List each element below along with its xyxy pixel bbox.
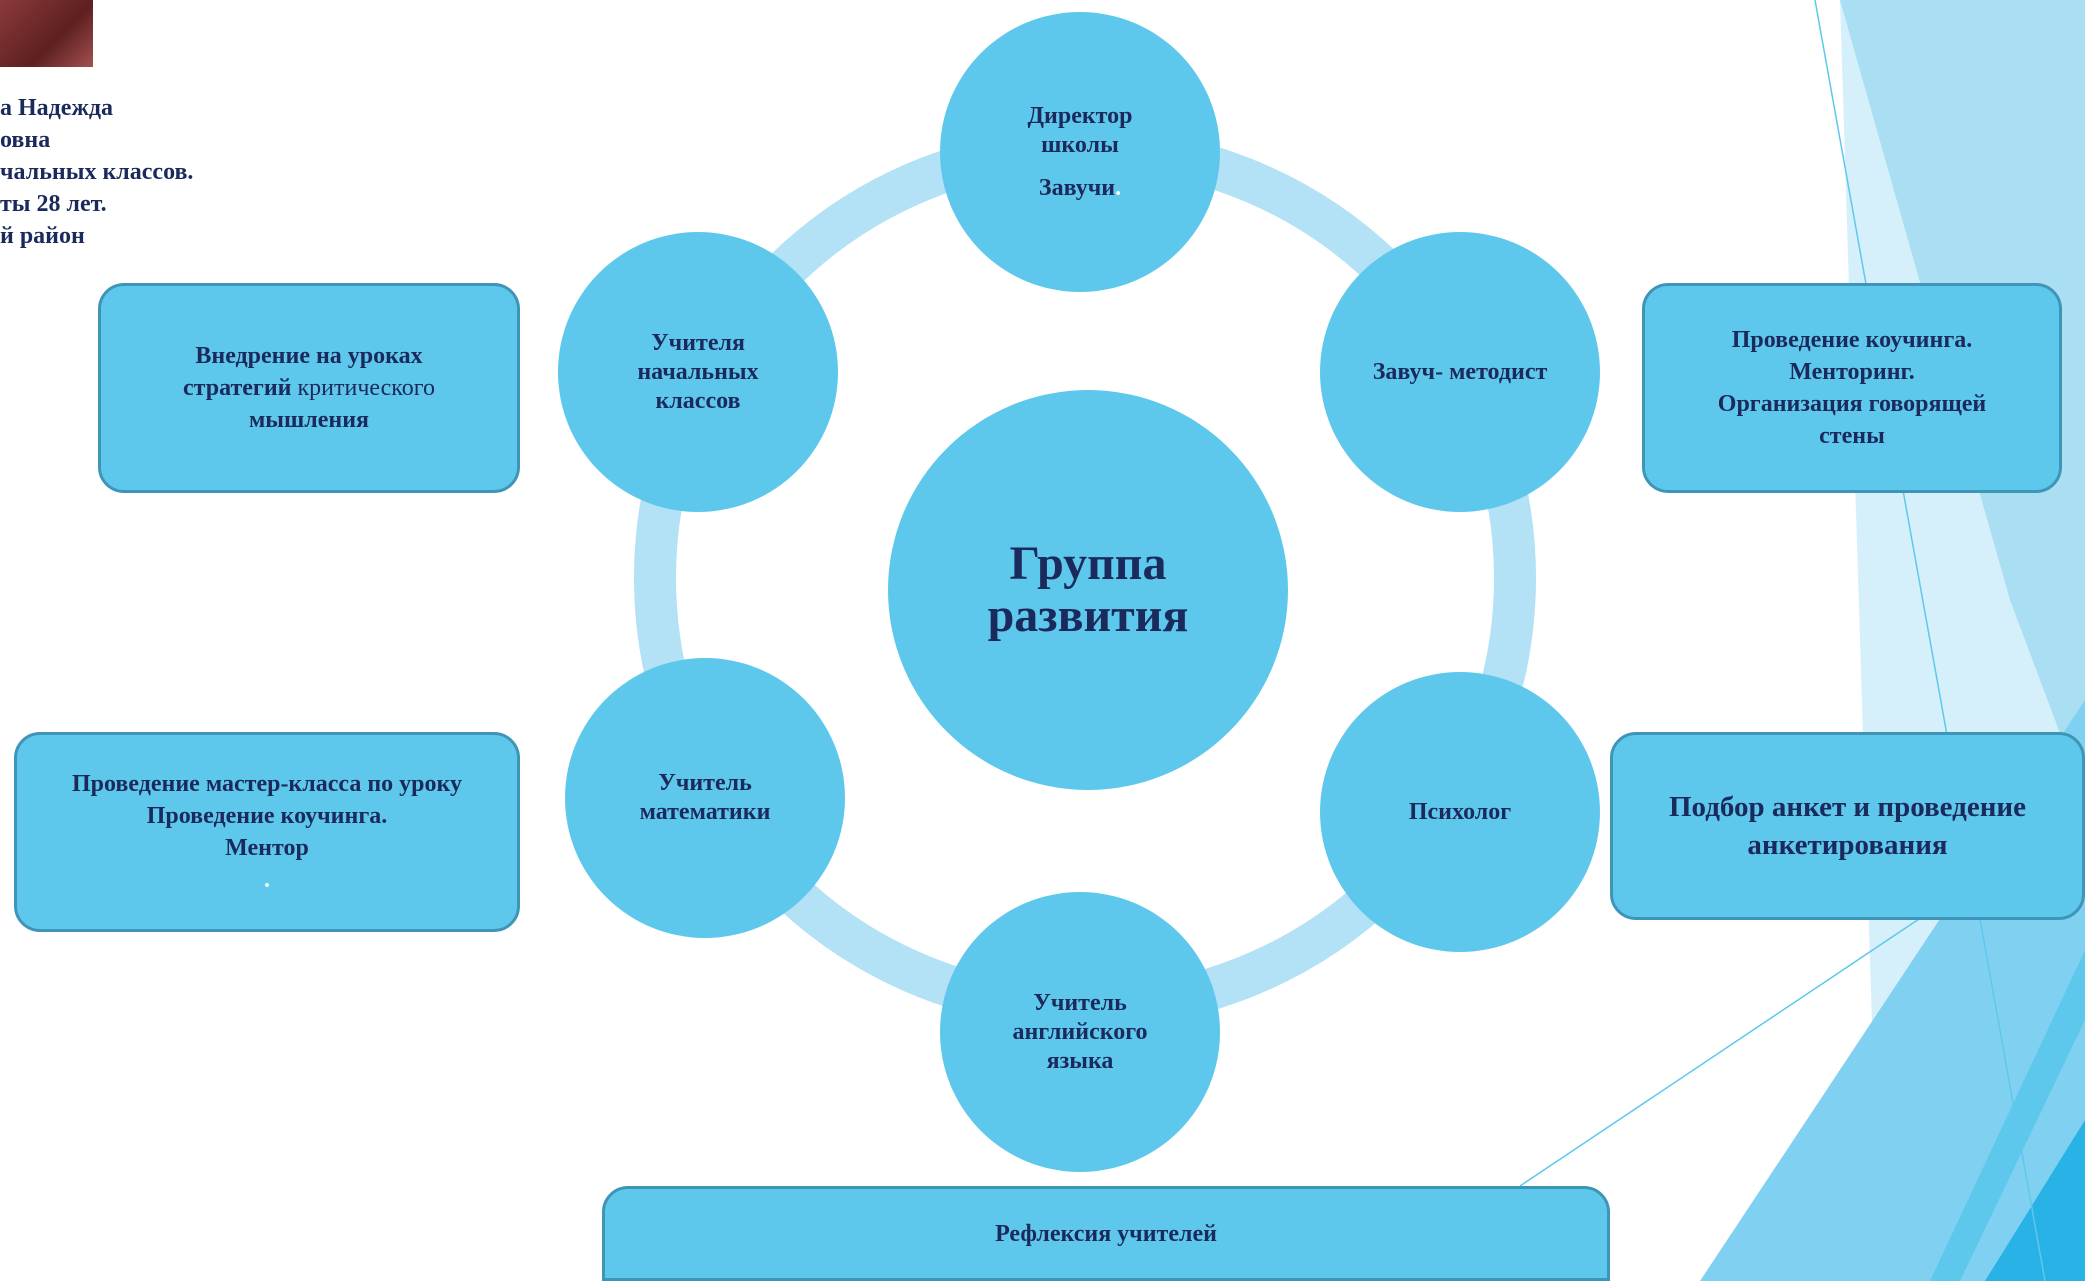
node-math-line2: математики <box>639 799 771 825</box>
node-primary-line3: классов <box>655 387 741 414</box>
node-english-line1: Учитель <box>1033 989 1127 1016</box>
box-coaching-line4: стены <box>1819 423 1885 449</box>
author-line: овна <box>0 127 51 153</box>
box-reflection-label: Рефлексия учителей <box>995 1220 1217 1247</box>
node-director-line1: Директор <box>1027 102 1133 129</box>
deco-line <box>1519 914 1926 1187</box>
node-english-teacher: Учитель английского языка <box>940 892 1220 1172</box>
node-primary-teachers: Учителя начальных классов <box>558 232 838 512</box>
box-critical-line2-regular: критического <box>291 375 435 401</box>
node-director-line3: Завучи. <box>1039 174 1121 203</box>
box-reflection: Рефлексия учителей <box>602 1186 1610 1281</box>
node-director-line2: школы <box>1041 131 1119 158</box>
node-methodist: Завуч- методист <box>1320 232 1600 512</box>
box-critical-line3: мышления <box>248 407 370 433</box>
node-methodist-label: Завуч- методист <box>1372 358 1548 385</box>
box-coaching-line2: Менторинг. <box>1789 359 1915 385</box>
deco-shape-dark <box>1985 1120 2085 1281</box>
box-coaching-line3: Организация говорящей <box>1717 391 1987 417</box>
box-survey-line1: Подбор анкет и проведение <box>1668 791 2026 823</box>
author-line: ты 28 лет. <box>0 191 107 217</box>
box-masterclass-line4: . <box>264 867 270 893</box>
box-survey-line2: анкетирования <box>1747 829 1948 861</box>
author-line: а Надежда <box>0 95 114 121</box>
node-math-teacher: Учитель математики <box>565 658 845 938</box>
box-coaching: Проведение коучинга. Менторинг. Организа… <box>1642 283 2062 493</box>
box-critical-line2: стратегий критического <box>183 372 435 404</box>
node-primary-line1: Учителя <box>651 329 745 356</box>
box-masterclass: Проведение мастер-класса по уроку Провед… <box>14 732 520 932</box>
author-line: чальных классов. <box>0 159 194 185</box>
node-math-line1: Учитель <box>658 770 752 796</box>
node-primary-line2: начальных <box>637 358 759 385</box>
node-psychologist: Психолог <box>1320 672 1600 952</box>
node-english-line3: языка <box>1046 1047 1114 1074</box>
author-line: й район <box>0 223 85 249</box>
box-critical-line1: Внедрение на уроках <box>195 343 423 369</box>
center-node: Группа развития <box>888 390 1288 790</box>
node-director: Директор школы Завучи. <box>940 12 1220 292</box>
box-masterclass-line2: Проведение коучинга. <box>146 803 388 829</box>
box-critical-thinking: Внедрение на уроках стратегий критическо… <box>98 283 520 493</box>
box-masterclass-line3: Ментор <box>225 835 309 861</box>
node-director-line3-text: Завучи <box>1038 174 1116 201</box>
deco-line <box>1814 0 2046 1281</box>
center-title-line1: Группа <box>1009 537 1167 590</box>
author-info: а Надежда овна чальных классов. ты 28 ле… <box>0 92 260 252</box>
box-masterclass-line1: Проведение мастер-класса по уроку <box>72 771 462 797</box>
node-psychologist-label: Психолог <box>1408 798 1512 825</box>
box-critical-line2-bold: стратегий <box>183 375 292 401</box>
deco-shape-lowlight <box>1930 950 2085 1281</box>
box-coaching-line1: Проведение коучинга. <box>1731 327 1973 353</box>
author-photo <box>0 0 93 67</box>
node-director-dot: . <box>1115 174 1122 201</box>
box-survey: Подбор анкет и проведение анкетирования <box>1610 732 2085 920</box>
center-title-line2: развития <box>987 589 1189 642</box>
node-english-line2: английского <box>1012 1018 1148 1045</box>
